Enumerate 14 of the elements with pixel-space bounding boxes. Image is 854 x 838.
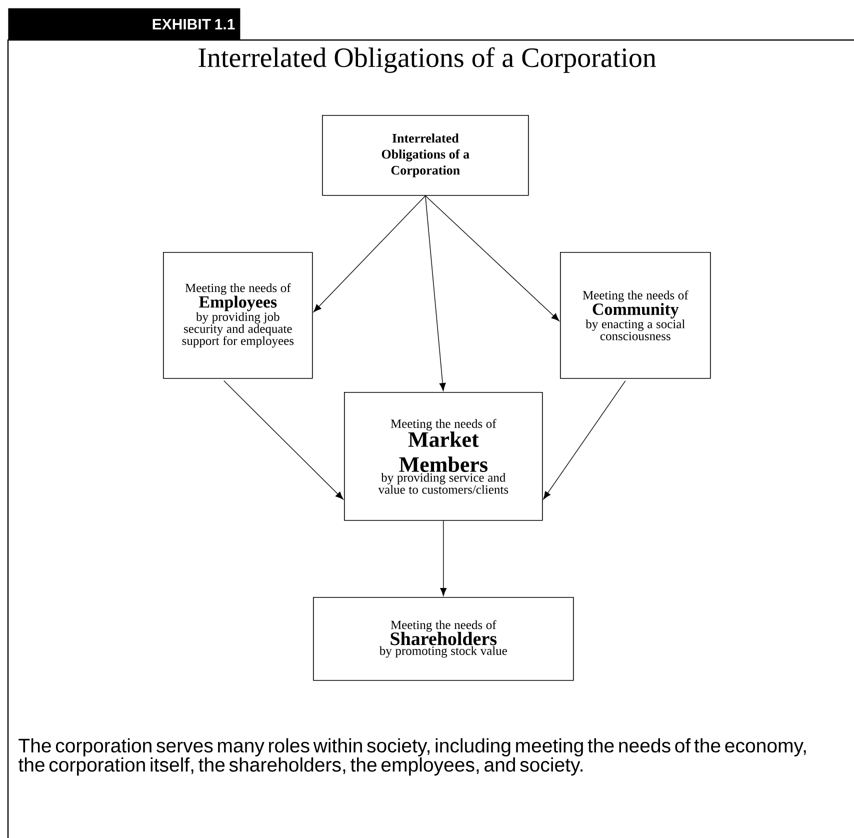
process-box: Meeting the needs of Shareholders by promoting stock value	[313, 597, 574, 681]
arrow	[313, 195, 426, 312]
process-box: Meeting the needs of Community by enacting a social consciousness	[560, 252, 711, 379]
arrow	[224, 380, 344, 500]
arrow	[543, 380, 626, 500]
arrow	[440, 520, 447, 596]
exhibit-tab: EXHIBIT 1.1	[8, 8, 240, 40]
arrow	[425, 195, 560, 322]
caption: The corporation serves many roles within society, including meeting the needs of the economy, the corporation itself, the shareholders, the employees, and society.	[18, 738, 806, 776]
process-box: Meeting the needs of Employees by providing job security and adequate support for employees	[163, 252, 313, 379]
arrow	[425, 195, 446, 391]
process-box: Meeting the needs of Market Members by providing service and value to customers/clients	[344, 392, 543, 521]
title: Interrelated Obligations of a Corporation	[198, 47, 656, 73]
process-box: Interrelated Obligations of a Corporation	[322, 115, 529, 196]
